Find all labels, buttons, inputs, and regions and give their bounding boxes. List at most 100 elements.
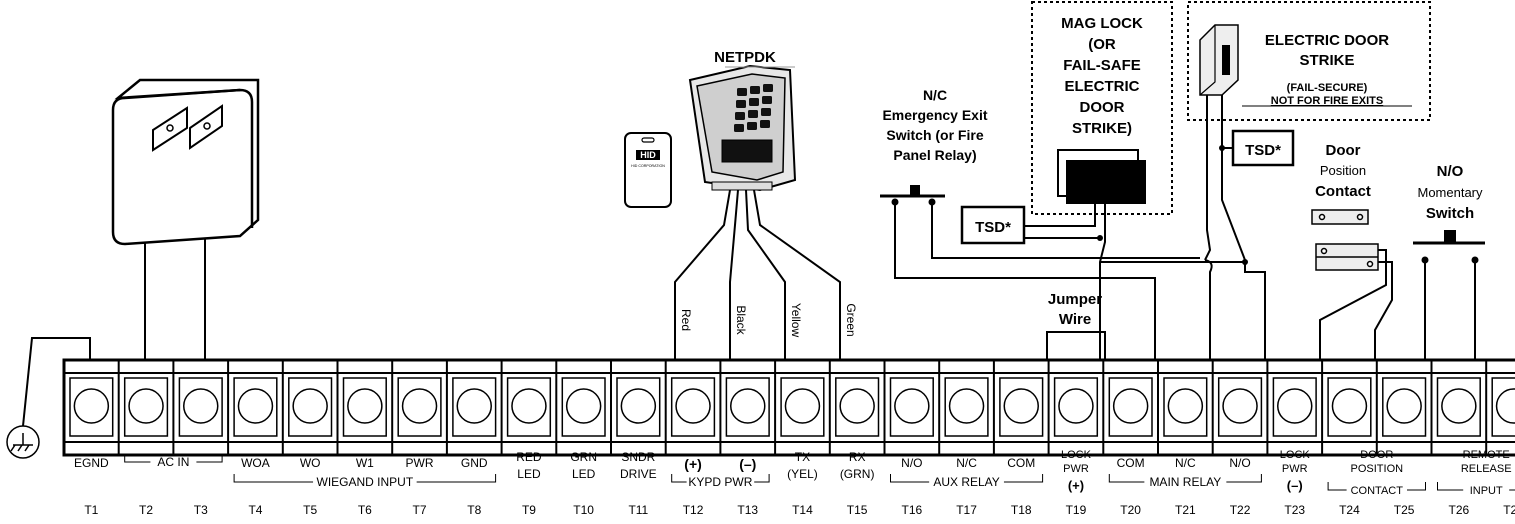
terminal-screw-icon[interactable] xyxy=(401,388,438,424)
terminal-screw-icon[interactable] xyxy=(1112,388,1149,424)
terminal-number: T4 xyxy=(248,503,262,517)
terminal-screw-icon[interactable] xyxy=(1222,388,1258,424)
terminal-label: N/C xyxy=(956,456,977,470)
momentary-switch-icon xyxy=(1413,230,1485,264)
terminal-screw-icon[interactable] xyxy=(1441,388,1477,424)
terminal-number: T7 xyxy=(413,503,427,517)
terminal-label: COM xyxy=(1007,456,1035,470)
terminal-label: W1 xyxy=(356,456,374,470)
terminal-label: PWR xyxy=(1282,463,1308,475)
label-text: STRIKE) xyxy=(1072,120,1132,137)
terminal-screw-icon[interactable] xyxy=(730,388,766,424)
power-transformer xyxy=(111,78,260,246)
terminal-t15[interactable]: RX(GRN)T15 xyxy=(828,360,880,517)
terminal-label: EGND xyxy=(74,456,109,470)
terminal-t12[interactable]: (+)T12 xyxy=(664,360,716,517)
terminal-t24[interactable]: T24 xyxy=(1321,360,1372,517)
terminal-t2[interactable]: T2 xyxy=(117,360,169,517)
terminal-screw-icon[interactable] xyxy=(839,388,875,424)
terminal-screw-icon[interactable] xyxy=(1167,388,1204,424)
hid-card-text: HID CORPORATION xyxy=(631,164,665,168)
label-text: Panel Relay) xyxy=(893,147,976,163)
label-text: (OR xyxy=(1088,36,1116,53)
terminal-t18[interactable]: COM T18 xyxy=(992,360,1044,517)
terminal-number: T21 xyxy=(1175,503,1196,517)
terminal-label: N/O xyxy=(901,456,922,470)
terminal-screw-icon[interactable] xyxy=(73,388,110,424)
terminal-number: T6 xyxy=(358,503,372,517)
terminal-screw-icon[interactable] xyxy=(183,388,219,424)
terminal-label: N/C xyxy=(1175,456,1196,470)
terminal-screw-icon[interactable] xyxy=(1277,388,1313,424)
terminal-t21[interactable]: N/C T21 xyxy=(1157,360,1208,517)
tsd-label-right: TSD* xyxy=(1245,142,1281,159)
terminal-number: T19 xyxy=(1066,503,1087,517)
group-label: KYPD PWR xyxy=(688,475,752,489)
terminal-screw-icon[interactable] xyxy=(894,388,930,424)
terminal-screw-icon[interactable] xyxy=(1495,388,1515,424)
label-text: ELECTRIC xyxy=(1065,78,1140,95)
terminal-t25[interactable]: T25 xyxy=(1375,360,1427,517)
terminal-label: N/O xyxy=(1229,456,1250,470)
door-contact-icon xyxy=(1311,209,1379,271)
group-bracket: MAIN RELAY xyxy=(1108,474,1262,489)
terminal-number: T5 xyxy=(303,503,317,517)
terminal-label: RX xyxy=(849,450,866,464)
group-bracket: KYPD PWR xyxy=(671,474,770,489)
label-text: N/O xyxy=(1437,163,1464,180)
terminal-t13[interactable]: (–)T13 xyxy=(719,360,770,517)
terminal-screw-icon[interactable] xyxy=(620,388,657,424)
terminal-screw-icon[interactable] xyxy=(675,388,711,424)
terminal-number: T3 xyxy=(194,503,208,517)
label-text: STRIKE xyxy=(1299,52,1354,69)
terminal-label: PWR xyxy=(1063,463,1089,475)
terminal-screw-icon[interactable] xyxy=(1386,388,1422,424)
terminal-t3[interactable]: T3 xyxy=(172,360,223,517)
group-label: POSITION xyxy=(1351,463,1404,475)
terminal-t14[interactable]: TX(YEL)T14 xyxy=(774,360,825,517)
terminal-screw-icon[interactable] xyxy=(128,388,164,424)
terminal-screw-icon[interactable] xyxy=(237,388,274,424)
label-text: MAG LOCK xyxy=(1061,15,1143,32)
jumper-wire xyxy=(1046,331,1106,360)
terminal-screw-icon[interactable] xyxy=(511,388,547,424)
terminal-screw-icon[interactable] xyxy=(565,388,602,424)
terminal-label: GRN xyxy=(570,450,597,464)
terminal-screw-icon[interactable] xyxy=(948,388,985,424)
label-text: Emergency Exit xyxy=(882,107,987,123)
wire-color-label: Black xyxy=(734,305,748,335)
terminal-number: T18 xyxy=(1011,503,1032,517)
terminal-screw-icon[interactable] xyxy=(347,388,383,424)
terminal-t26[interactable]: T26 xyxy=(1430,360,1481,517)
terminal-screw-icon[interactable] xyxy=(292,388,328,424)
group-label: AUX RELAY xyxy=(933,475,999,489)
terminal-t27[interactable]: T27 xyxy=(1485,360,1515,517)
terminal-screw-icon[interactable] xyxy=(456,388,492,424)
terminal-screw-icon[interactable] xyxy=(1058,388,1094,424)
terminal-screw-icon[interactable] xyxy=(784,388,821,424)
terminal-screw-icon[interactable] xyxy=(1331,388,1368,424)
terminal-number: T12 xyxy=(683,503,704,517)
terminal-screw-icon[interactable] xyxy=(1003,388,1039,424)
mag-lock-icon xyxy=(1057,149,1146,204)
